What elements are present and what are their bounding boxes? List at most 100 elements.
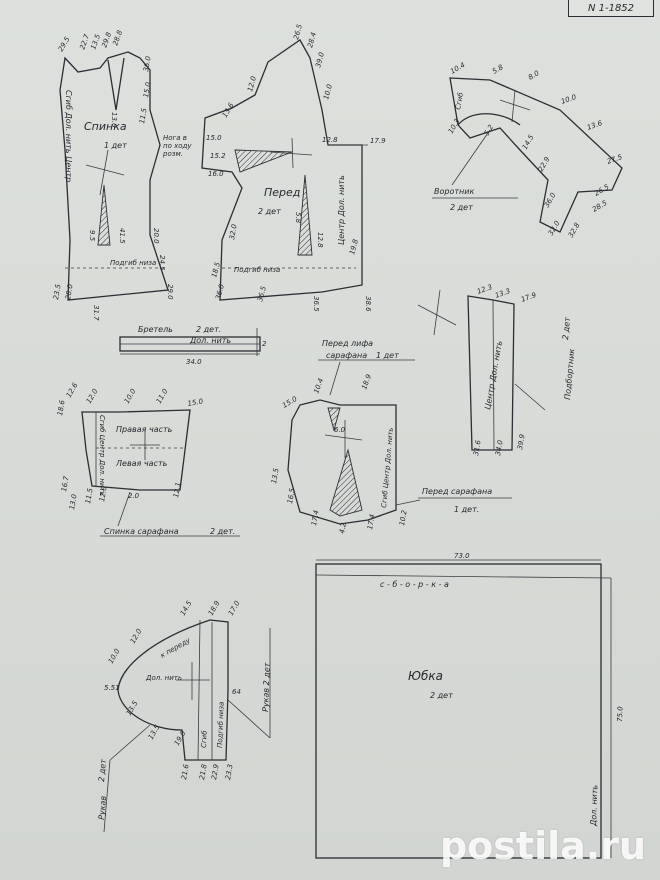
rukav-fold-label: Сгиб [200,730,209,748]
rukav-num: 17.0 [227,599,242,617]
pered-num: 26.5 [292,23,304,41]
podborta-num: 31.6 [472,439,483,456]
yubka-gather: с - б - о - р - к - а [380,580,449,589]
pered-lifa-num: 15.0 [281,395,299,410]
podborta-outline [467,295,515,451]
spinka-num: 11.5 [138,107,149,124]
pered-num: 13.6 [221,101,236,119]
pered-lifa-leader [329,361,341,396]
pered-num: 17.9 [370,137,386,145]
pered-num: 12.0 [246,75,258,93]
rukav-outline [117,619,229,761]
pered-num: 28.4 [306,31,318,48]
pered-num: 15.2 [210,152,226,160]
pered-hem-label: Подгиб низа [234,266,280,274]
vorotnik-num: 5.2 [483,123,496,137]
pered-num: 39.0 [314,51,326,69]
spinka-num: 41.5 [118,228,126,244]
pered-lifa-side: Сгиб Центр Дол. нить [380,427,395,508]
pered-lifa-subtitle: сарафана [326,351,367,360]
podborta-count: 2 дет [561,316,572,340]
pered-lifa-num: 17.4 [366,514,377,531]
spinka-title: Спинка [84,120,127,133]
pered-num: 32.0 [228,223,239,240]
piece-pered: Перед 2 дет Центр Дол. нить Подгиб низа … [201,23,386,312]
vorotnik-title: Воротник [434,187,474,196]
podborta-title: Подбортник [563,348,576,400]
pered-sarafana-title: Перед сарафана [422,487,492,496]
rukav-title-line-2 [103,759,111,833]
spinka-cross-v [99,149,109,196]
pered-lifa-num: 17.4 [310,510,321,527]
rukav-grain-label: Дол. нить [145,674,182,682]
rukav-hem-label: Подгиб низа [216,702,226,749]
vorotnik-num: 5.8 [491,63,505,76]
rukav-fold-line [197,619,201,761]
piece-yubka: 73.0 с - б - о - р - к - а Юбка 2 дет 75… [315,552,625,859]
yubka-height: 75.0 [616,706,625,722]
piece-pered-lifa: Перед лифа сарафана 1 дет Сгиб Центр Дол… [270,339,512,534]
rukav-count: 2 дет [97,758,108,782]
spinka-num: 36.0 [142,55,153,72]
pered-side-label: Центр Дол. нить [337,175,346,245]
rukav-num: 5.51 [104,684,120,692]
piece-vorotnik: Воротник 2 дет Сгиб 10.4 5.8 8.0 10.0 13… [432,61,624,239]
podborta-num: 13.3 [494,287,511,300]
vorotnik-num: 22.9 [537,155,552,173]
vorotnik-num: 10.0 [560,93,578,106]
spinka-count: 1 дет [104,141,127,150]
spinka-sarafana-num: 11.5 [84,487,95,504]
pered-cross-h [269,151,313,156]
spinka-sarafana-num: 2.0 [128,492,140,500]
podborta-num: 39.9 [516,433,527,450]
spinka-outline [59,51,169,301]
pered-lifa-cross-h [324,434,363,441]
spinka-sarafana-outline [81,409,191,491]
bretel-grain: Дол. нить [189,336,231,345]
piece-podborta: Центр Дол. нить Подбортник 2 дет 12.3 13… [417,283,576,456]
podborta-cross-v [433,289,441,336]
rukav-leader-1 [109,724,151,761]
spinka-num: 31.7 [92,305,100,321]
rukav-num: 14.5 [179,599,194,617]
pered-sarafana-leader [395,499,421,506]
rukav-num: 10.0 [107,647,122,665]
spinka-num: 20.0 [152,228,160,244]
pered-lifa-outline [287,399,397,525]
pered-title: Перед [264,186,300,199]
pered-num: 16.0 [208,170,224,178]
pered-num: 18.5 [210,261,222,279]
pered-num: 36.0 [214,283,226,301]
yubka-gather-line [315,574,612,579]
vorotnik-count: 2 дет [450,203,473,212]
pered-lifa-num: 13.5 [270,467,281,484]
spinka-sarafana-num: 16.7 [60,475,71,492]
pered-cross-v [291,137,294,169]
rukav-num: 18.9 [207,599,222,617]
spinka-hem-label: Подгиб низа [110,259,156,267]
bretel-count: 2 дет. [196,325,221,334]
spinka-num: 13.5 [89,33,102,51]
vorotnik-num: 28.5 [591,199,609,214]
pered-lifa-num: 10.2 [398,509,409,526]
pered-num: 19.8 [348,238,360,256]
spinka-cross-h [85,164,125,176]
pered-num: 38.6 [364,296,372,312]
rukav-num: 19.0 [173,729,188,747]
spinka-sarafana-lower: Левая часть [115,459,168,468]
pered-num: 36.5 [312,296,320,312]
spinka-num: 9.5 [88,230,96,242]
spinka-sarafana-num: 11.0 [155,387,170,405]
pered-num: 12.8 [316,232,324,248]
piece-spinka-sarafana: Правая часть Левая часть Сгиб Центр Дол.… [56,381,240,537]
pered-num: 12.8 [322,136,338,144]
rukav-num: 64 [232,688,241,696]
spinka-sarafana-count: 2 дет. [210,527,235,536]
spinka-waist-dart [97,184,111,246]
vorotnik-neckline [457,113,521,126]
pered-lifa-count: 1 дет [376,351,399,360]
rukav-num: 23.3 [224,764,235,781]
pered-num: 15.0 [206,134,222,142]
rukav-title-2: Рукав 2 дет [261,662,272,712]
